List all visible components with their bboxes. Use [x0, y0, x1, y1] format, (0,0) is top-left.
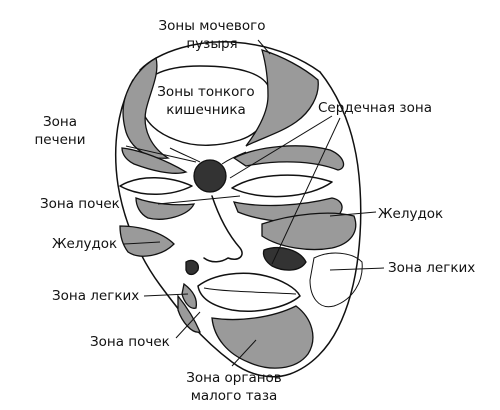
eyebrow-zone-left [121, 147, 188, 174]
label-lungs-right: Зона легких [388, 260, 475, 276]
kidney-under-eye-left [135, 197, 196, 220]
label-lungs-left: Зона легких [52, 288, 139, 304]
eyebrow-zone-right [232, 145, 345, 171]
forehead-frame [139, 41, 321, 73]
bladder-zone-left [122, 57, 170, 159]
heart-zone [193, 159, 227, 193]
label-small-intestine-line1: Зоны тонкого [157, 84, 254, 100]
leader-kidney-left [157, 195, 241, 205]
eye-right [231, 174, 333, 198]
leader-stomach-left [123, 241, 161, 245]
leader-lungs-left [143, 293, 189, 297]
eye-left [119, 177, 193, 195]
label-bladder-line2: пузыря [186, 36, 237, 52]
pelvis-zone [211, 305, 314, 369]
kidney-zone-chin-left [177, 294, 201, 333]
mouth-line [203, 287, 297, 295]
label-pelvis-line1: Зона органов [186, 370, 282, 386]
label-pelvis-line2: малого таза [191, 388, 278, 404]
label-small-intestine-line2: кишечника [166, 102, 246, 118]
stomach-zone-right [261, 212, 357, 251]
leader-stomach-right [329, 211, 377, 217]
nostril-shade-right [262, 247, 307, 271]
leader-heart-2 [271, 117, 341, 265]
leader-heart-1 [229, 115, 333, 179]
label-bladder-line1: Зоны мочевого [159, 18, 266, 34]
leader-bladder [257, 39, 271, 55]
mouth [197, 272, 301, 312]
leader-kidneys-bottom [175, 311, 201, 339]
label-liver-line2: печени [34, 132, 85, 148]
liver-zone-line-right [221, 151, 247, 165]
leader-pelvis [231, 339, 257, 367]
nostril-shade-left [185, 259, 199, 276]
bladder-zone-right [245, 49, 319, 147]
lung-zone-left [181, 282, 198, 309]
label-heart: Сердечная зона [318, 100, 432, 116]
label-kidneys-bottom: Зона почек [90, 334, 170, 350]
face-outline [114, 71, 362, 378]
stomach-zone-left [119, 225, 175, 257]
label-stomach-left: Желудок [52, 236, 117, 252]
label-liver-line1: Зона [43, 114, 77, 130]
label-stomach-right: Желудок [378, 206, 443, 222]
label-kidneys-left: Зона почек [40, 196, 120, 212]
liver-zone-line [169, 147, 201, 163]
nose [203, 195, 243, 263]
leader-liver [125, 145, 197, 163]
leader-lungs-right [329, 267, 385, 271]
lung-zone-right-outline [309, 252, 363, 308]
